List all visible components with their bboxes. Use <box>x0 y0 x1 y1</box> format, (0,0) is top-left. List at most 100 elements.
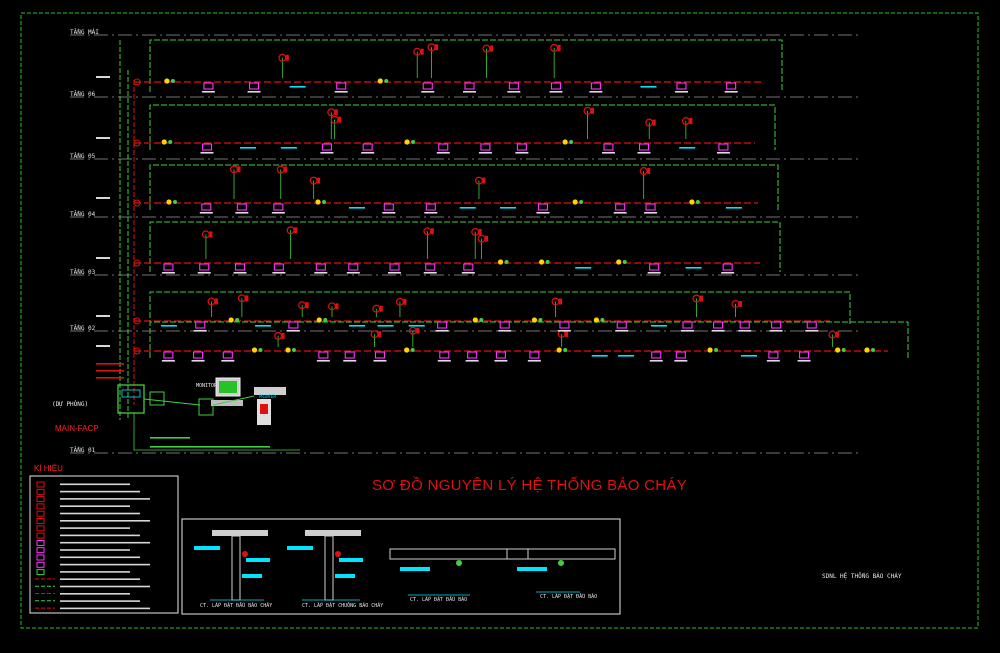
bell-horn <box>559 298 563 305</box>
bell-horn <box>699 295 703 302</box>
device-tag <box>334 91 348 93</box>
module-box <box>537 203 548 211</box>
bell-horn <box>245 295 249 302</box>
panel-tag <box>96 377 124 379</box>
legend-symbol <box>36 488 45 495</box>
device-tag <box>191 360 205 362</box>
device-tag <box>193 330 207 332</box>
cyan-tag <box>741 355 758 357</box>
device-tag <box>161 360 175 362</box>
heat-detector <box>841 348 846 352</box>
detail-slab <box>212 530 268 536</box>
heat-detector <box>545 260 550 264</box>
module-box <box>222 351 233 359</box>
fire-bell <box>298 301 307 310</box>
bus-junction <box>133 347 141 355</box>
fire-bell <box>207 297 216 306</box>
fire-bell <box>327 108 336 117</box>
device-tag <box>536 212 550 214</box>
bell-horn <box>378 331 382 338</box>
module-box <box>195 321 206 329</box>
legend-symbol <box>36 503 45 510</box>
legend-symbol <box>36 518 45 524</box>
device-tag <box>361 152 375 154</box>
legend-symbol <box>36 569 45 576</box>
module-box <box>383 203 394 211</box>
legend-text-bar <box>60 549 130 551</box>
module-box <box>425 203 436 211</box>
heat-detector <box>258 348 263 352</box>
legend-symbol <box>36 561 45 568</box>
device-tag <box>498 330 512 332</box>
floor-loop <box>149 221 781 272</box>
detail-column <box>324 535 334 601</box>
heat-detector <box>569 140 574 144</box>
legend-symbol <box>36 481 45 488</box>
fire-bell <box>423 227 432 236</box>
cable-tag <box>96 345 110 347</box>
module-box <box>739 321 750 329</box>
output-tag <box>150 446 270 448</box>
module-box <box>645 203 656 211</box>
heat-detector <box>479 318 484 322</box>
device-tag <box>644 212 658 214</box>
detail-callout <box>194 546 220 550</box>
bell-horn <box>317 177 321 184</box>
bell-horn <box>835 331 839 338</box>
bell-horn <box>485 235 489 242</box>
detail-callout <box>400 567 430 571</box>
device-tag <box>197 272 211 274</box>
legend-symbol <box>36 547 45 554</box>
cable-tag <box>96 197 110 199</box>
device-tag <box>680 330 694 332</box>
facp-display <box>121 389 141 398</box>
module-box <box>248 82 260 90</box>
smoke-detector <box>531 317 538 323</box>
device-tag <box>272 272 286 274</box>
smoke-detector <box>316 317 322 323</box>
module-box <box>348 263 359 271</box>
module-box <box>321 143 332 151</box>
cyan-tag <box>377 325 394 327</box>
module-box <box>771 321 782 329</box>
bell-horn <box>435 44 439 51</box>
module-box <box>713 321 724 329</box>
printer-label: PRINTER <box>259 394 276 399</box>
fire-bell <box>286 226 295 235</box>
fire-bell <box>471 227 480 236</box>
device-tag <box>716 152 730 154</box>
device-tag <box>271 212 285 214</box>
diagram-title: SƠ ĐỒ NGUYÊN LÝ HỆ THỐNG BÁO CHÁY <box>372 477 688 494</box>
floor-label-01: TẦNG 01 <box>70 447 96 454</box>
bell-horn <box>490 45 494 52</box>
device-tag <box>200 152 214 154</box>
detail-slab <box>305 530 361 536</box>
device-tag <box>320 152 334 154</box>
fire-bell <box>477 234 486 243</box>
bell-horn <box>237 166 241 173</box>
smoke-detector <box>556 347 562 353</box>
device-tag <box>247 91 261 93</box>
device-tag <box>235 212 249 214</box>
cyan-tag <box>255 325 272 327</box>
bell-horn <box>416 327 420 334</box>
detail-bell <box>335 551 341 557</box>
fire-bell <box>731 299 740 308</box>
legend-text-bar <box>60 607 150 610</box>
module-box <box>615 203 626 211</box>
monitor-label: MONITOR <box>196 383 218 389</box>
heat-detector <box>695 200 700 204</box>
detail-callout <box>242 574 262 578</box>
cyan-tag <box>280 147 297 149</box>
device-tag <box>161 272 175 274</box>
bus-junction <box>133 259 141 267</box>
device-tag <box>461 272 475 274</box>
device-tag <box>674 360 688 362</box>
smoke-detector <box>572 199 578 205</box>
device-tag <box>314 272 328 274</box>
floor-loop <box>149 104 776 150</box>
smoke-detector <box>164 78 170 84</box>
bell-horn <box>591 107 595 114</box>
fire-bell <box>413 47 422 56</box>
